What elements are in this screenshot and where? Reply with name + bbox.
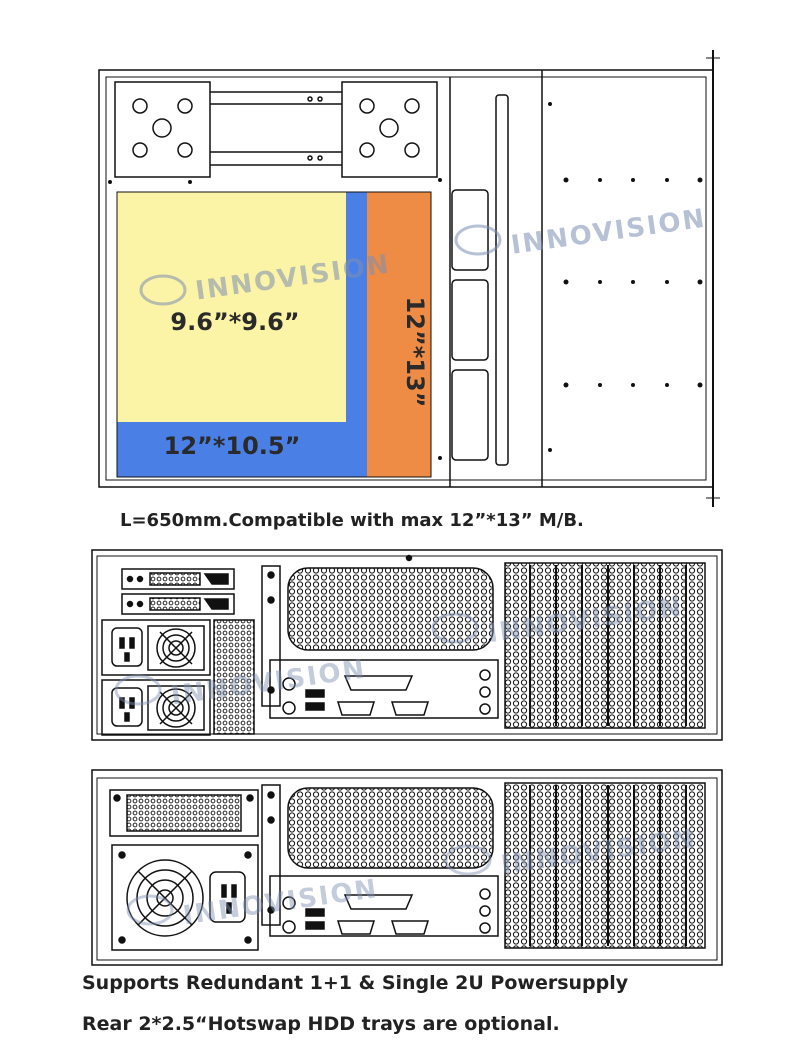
serial-port-icon [336,920,376,935]
parallel-port-icon [343,675,414,691]
power-inlet-icon [111,627,143,667]
motherboard-zones: 9.6”*9.6” 12”*10.5” 12”*13” [116,191,432,478]
audio-jack-icon [479,905,491,917]
watermark: INNOVISION [454,204,708,261]
serial-port-icon [390,920,430,935]
zone-12x13-label: 12”*13” [401,297,429,408]
ps2-port-icon [282,677,296,691]
zone-9-6-label: 9.6”*9.6” [170,308,299,336]
footer-line-2: Rear 2*2.5“Hotswap HDD trays are optiona… [82,1013,560,1035]
usb-port-icon [305,702,325,711]
usb-port-icon [305,689,325,698]
ps2-port-icon [282,896,296,910]
parallel-port-icon [343,894,414,910]
fan-grille-icon [126,859,204,937]
usb-port-icon [305,908,325,917]
power-inlet-icon [209,871,246,923]
hdd-tray [121,568,235,590]
top-view-caption: L=650mm.Compatible with max 12”*13” M/B. [120,510,584,531]
audio-jack-icon [479,686,491,698]
power-inlet-icon [111,687,143,727]
audio-jack-icon [479,888,491,900]
zone-9-6x9-6 [117,192,346,422]
zone-12x13 [367,192,431,477]
hdd-tray [121,593,235,615]
watermark: INNOVISION [126,874,380,931]
serial-port-icon [336,701,376,716]
fan-grille-icon [147,625,205,671]
rear-view-single [91,769,723,966]
ps2-port-icon [282,920,296,934]
top-view [98,50,720,507]
fan-grille-icon [147,685,205,731]
audio-jack-icon [479,669,491,681]
footer-line-1: Supports Redundant 1+1 & Single 2U Power… [82,972,629,994]
ps2-port-icon [282,701,296,715]
audio-jack-icon [479,922,491,934]
serial-port-icon [390,701,430,716]
audio-jack-icon [479,703,491,715]
usb-port-icon [305,921,325,930]
zone-12x10-5-label: 12”*10.5” [164,432,301,460]
watermark-text: INNOVISION [509,204,708,261]
rear-view-redundant [91,549,723,741]
